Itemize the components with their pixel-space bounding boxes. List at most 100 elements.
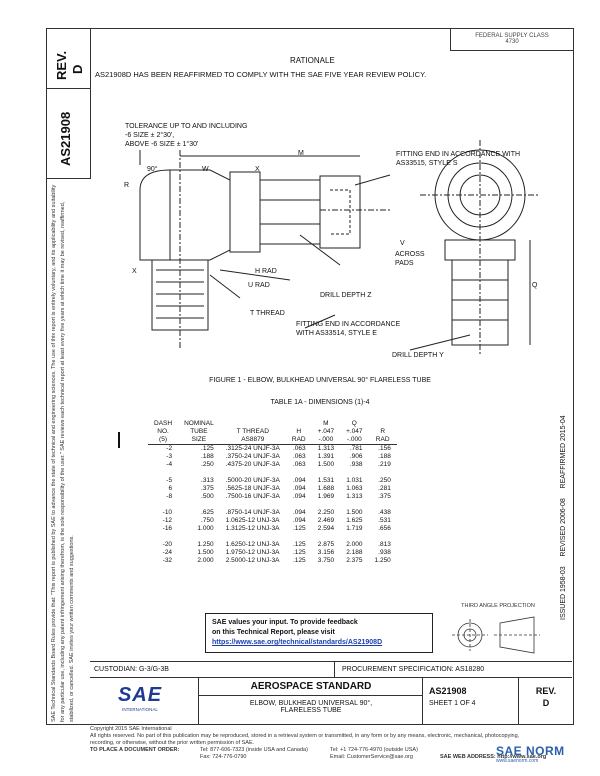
- table-cell: 1.625: [346, 517, 363, 524]
- table-cell: 1.9750-12 UNJ-3A: [225, 549, 280, 556]
- footer-web[interactable]: SAE WEB ADDRESS: http://www.sae.org: [440, 754, 547, 760]
- rationale-text: AS21908D HAS BEEN REAFFIRMED TO COMPLY W…: [95, 70, 427, 79]
- table-cell: .125: [201, 445, 214, 452]
- table-header-cell: [369, 420, 397, 428]
- table-cell: .4375-20 UNJF-3A: [225, 461, 280, 468]
- projection-symbol: [452, 616, 540, 654]
- table-cell: -24: [162, 549, 173, 556]
- fed-class-label: FEDERAL SUPPLY CLASS: [475, 33, 549, 39]
- table-cell: -20: [162, 541, 173, 548]
- table-cell: .625: [201, 509, 214, 516]
- fed-class-number: 4730: [505, 39, 519, 45]
- table-cell: .375: [201, 485, 214, 492]
- table-cell: -8: [166, 493, 173, 500]
- table-cell: .063: [292, 445, 306, 452]
- table-row-spacer: [148, 469, 397, 477]
- fitting-end-e-line-2: WITH AS33514, STYLE E: [296, 330, 377, 337]
- title-doc-id: AS21908: [429, 686, 467, 696]
- table-header-cell: [286, 420, 312, 428]
- table-cell: .094: [292, 517, 306, 524]
- table-cell: 2.469: [317, 517, 335, 524]
- tolerance-line-2: -6 SIZE ± 2°30',: [125, 132, 175, 139]
- table-cell: .781: [349, 445, 363, 452]
- feedback-link[interactable]: https://www.sae.org/technical/standards/…: [212, 639, 383, 646]
- table-cell: -5: [166, 477, 173, 484]
- table-cell: 1.3125-12 UNJ-3A: [225, 525, 280, 532]
- table-cell: .094: [292, 493, 306, 500]
- table-cell: 1.313: [346, 493, 363, 500]
- table-cell: .281: [378, 485, 391, 492]
- table-cell: -2: [166, 445, 173, 452]
- table-header-cell: [220, 420, 286, 428]
- across-pads-line-2: PADS: [395, 260, 414, 267]
- sidebar-rev-label: REV.: [54, 50, 69, 80]
- table-cell: .5625-18 UNJF-3A: [225, 485, 280, 492]
- title-line-2: FLARELESS TUBE: [280, 707, 342, 714]
- table-cell: .188: [378, 453, 391, 460]
- fitting-end-e-note: FITTING END IN ACCORDANCE WITH AS33514, …: [296, 320, 400, 338]
- table-cell: -4: [166, 461, 173, 468]
- table-header-cell: M: [323, 420, 329, 427]
- title-line-1: ELBOW, BULKHEAD UNIVERSAL 90°,: [249, 700, 373, 707]
- table-header-cell: R: [380, 428, 386, 435]
- table-cell: 1.500: [317, 461, 335, 468]
- table-header-cell: +.047: [317, 428, 335, 435]
- table-cell: 1.6250-12 UNJ-3A: [225, 541, 280, 548]
- table-header-cell: RAD: [285, 436, 312, 445]
- table-cell: .438: [378, 509, 391, 516]
- table-cell: 2.594: [317, 525, 335, 532]
- footer-tel-2: Tel: +1 724-776-4970 (outside USA): [330, 747, 418, 753]
- table-header-cell: +.047: [346, 428, 363, 435]
- table-header-cell: T THREAD: [236, 428, 269, 435]
- figure-caption: FIGURE 1 - ELBOW, BULKHEAD UNIVERSAL 90°…: [209, 377, 431, 384]
- table-cell: 6: [168, 485, 173, 492]
- table-cell: 1.500: [197, 549, 214, 556]
- table-cell: .188: [201, 453, 214, 460]
- table-cell: .938: [378, 549, 391, 556]
- table-cell: 1.313: [317, 445, 335, 452]
- u-rad-label: U RAD: [248, 282, 270, 289]
- table-cell: .250: [378, 477, 391, 484]
- sheet-label: SHEET 1 OF 4: [429, 700, 476, 707]
- footer-email[interactable]: Email: CustomerService@sae.org: [330, 754, 413, 760]
- across-pads-label: ACROSS PADS: [395, 250, 425, 268]
- table-cell: 3.156: [317, 549, 335, 556]
- sidebar-stamps: ISSUED 1958-03 REVISED 2006-08 REAFFIRME…: [560, 415, 567, 620]
- issued-stamp: ISSUED 1958-03: [560, 566, 567, 620]
- table-cell: .656: [378, 525, 391, 532]
- table-cell: -16: [162, 525, 173, 532]
- tolerance-line-3: ABOVE -6 SIZE ± 1°30': [125, 141, 199, 148]
- dim-v-label: V: [400, 240, 405, 247]
- table-cell: .3750-24 UNJF-3A: [225, 453, 280, 460]
- h-rad-label: H RAD: [255, 268, 277, 275]
- dim-x-label: X: [132, 268, 137, 275]
- table-cell: 2.875: [317, 541, 335, 548]
- table-cell: 1.531: [317, 477, 335, 484]
- custodian-row: CUSTODIAN: G-3/G-3B PROCUREMENT SPECIFIC…: [90, 661, 572, 678]
- table-header-cell: NO.: [157, 428, 169, 435]
- sae-logo: SAE INTERNATIONAL: [110, 684, 170, 712]
- table-cell: .906: [349, 453, 363, 460]
- table-cell: .094: [292, 509, 306, 516]
- table-cell: 2.188: [346, 549, 363, 556]
- tolerance-note: TOLERANCE UP TO AND INCLUDING -6 SIZE ± …: [125, 122, 247, 149]
- table-cell: .125: [292, 525, 306, 532]
- sidebar-doc-box: AS21908: [46, 88, 91, 179]
- table-cell: .125: [292, 557, 306, 564]
- watermark: SAE NORM www.saenorm.com: [496, 744, 600, 764]
- table-cell: 1.719: [346, 525, 363, 532]
- footer-rights: All rights reserved. No part of this pub…: [90, 733, 520, 739]
- dim-q-label: Q: [532, 282, 538, 289]
- table-cell: .156: [378, 445, 391, 452]
- custodian-label: CUSTODIAN: G-3/G-3B: [94, 666, 169, 673]
- dim-m-label: M: [298, 150, 304, 157]
- table-cell: .094: [292, 485, 306, 492]
